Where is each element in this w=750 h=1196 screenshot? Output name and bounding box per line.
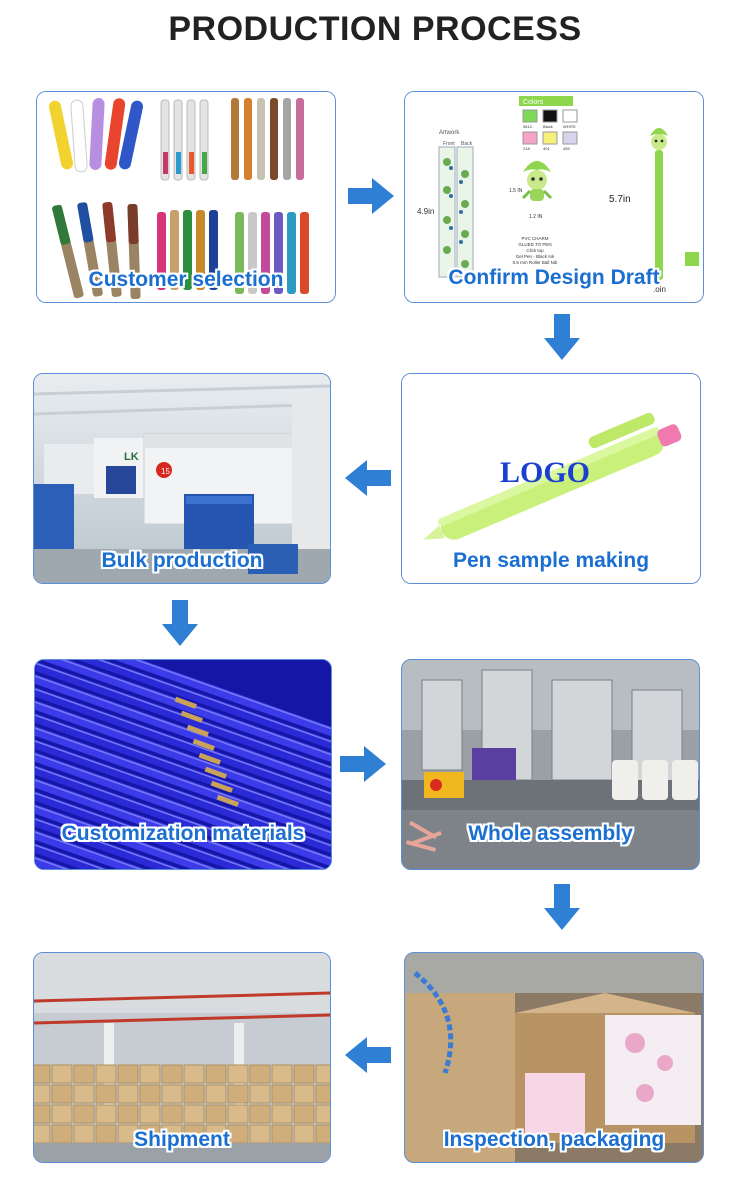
dim-length: 5.7in <box>609 194 631 205</box>
swatch-code: 401 <box>543 146 550 151</box>
spec-line: 0.5 mm Roller Ball Nib <box>513 260 558 265</box>
front-label: Front <box>443 141 455 147</box>
color-swatch <box>522 131 538 145</box>
arrow-left-icon <box>343 1035 391 1075</box>
color-swatch <box>522 109 538 123</box>
step-pen-sample-making: LOGO Pen sample making <box>401 373 701 584</box>
dim-clip-w: 1.2 IN <box>529 214 543 220</box>
dim-clip-h: 1.5 IN <box>509 188 523 194</box>
swatch-code: 361C <box>523 124 533 129</box>
pen-barrels-image <box>35 660 331 869</box>
colors-heading: Colors <box>523 99 544 106</box>
step-shipment: Shipment <box>33 952 331 1163</box>
swatch-code: WHITE <box>563 124 576 129</box>
step-inspection-packaging: Inspection, packaging <box>404 952 704 1163</box>
arrow-right-icon <box>348 176 396 216</box>
spec-line: Gel Pen - Black Ink <box>516 254 555 259</box>
back-label: Back <box>461 141 473 147</box>
machine-number: 15 <box>161 467 170 476</box>
step-bulk-production: 15 LK Bulk production <box>33 373 331 584</box>
page-title: PRODUCTION PROCESS <box>168 10 582 48</box>
machine-brand: LK <box>124 451 139 463</box>
swatch-code: Black <box>543 124 553 129</box>
arrow-down-icon <box>160 600 200 648</box>
step-customization-materials: Customization materials <box>34 659 332 870</box>
arrow-down-icon <box>542 884 582 932</box>
color-swatch <box>562 109 578 123</box>
sample-pen-image: LOGO <box>402 374 700 583</box>
cut-text: .oin <box>653 285 666 294</box>
step-label: Inspection, packaging <box>443 1128 665 1151</box>
swatch-code: 218 <box>523 146 530 151</box>
assembly-machine-image <box>402 660 699 869</box>
arrow-down-icon <box>542 314 582 362</box>
swatch-code: 455 <box>563 146 570 151</box>
color-swatch <box>562 131 578 145</box>
spec-line: PVC CHARM <box>521 236 548 241</box>
spec-line: Click top <box>526 248 544 253</box>
step-label: Confirm Design Draft <box>448 266 660 289</box>
step-label: Whole assembly <box>468 822 633 845</box>
step-whole-assembly: Whole assembly <box>401 659 700 870</box>
color-swatch <box>542 131 558 145</box>
color-swatch <box>542 109 558 123</box>
step-label: Customer selection <box>88 268 284 291</box>
step-label: Customization materials <box>61 822 305 845</box>
design-draft-image: Colors 361C Black WHITE 218 401 455 Artwork F… <box>405 92 703 302</box>
logo-text: LOGO <box>500 456 590 489</box>
factory-floor-image: 15 LK <box>34 374 330 583</box>
step-confirm-design-draft: Colors 361C Black WHITE 218 401 455 Artwork F… <box>404 91 704 303</box>
warehouse-image <box>34 953 330 1162</box>
step-customer-selection: Customer selection <box>36 91 336 303</box>
arrow-right-icon <box>340 744 388 784</box>
pens-assortment-image <box>37 92 335 302</box>
arrow-left-icon <box>343 458 391 498</box>
dim-height: 4.9in <box>417 207 434 216</box>
spec-line: GLUED TO PEN <box>518 242 551 247</box>
artwork-label: Artwork <box>439 130 460 136</box>
step-label: Bulk production <box>101 549 263 572</box>
packaging-box-image <box>405 953 703 1162</box>
step-label: Shipment <box>134 1128 230 1151</box>
step-label: Pen sample making <box>452 549 650 572</box>
